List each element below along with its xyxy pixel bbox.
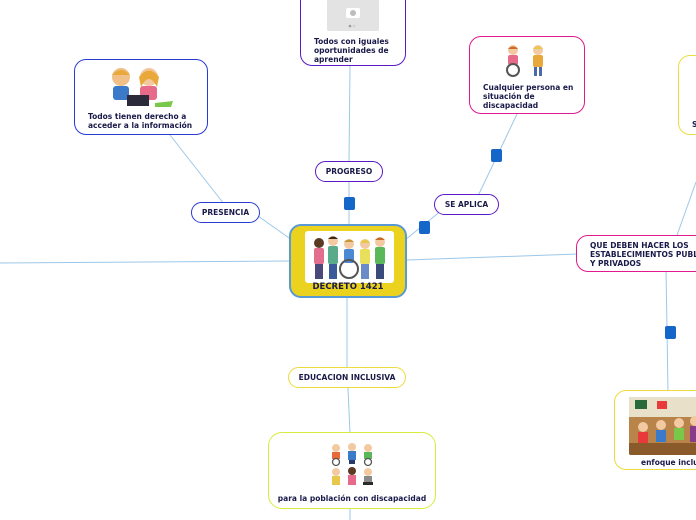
topic-privados-text: QUE DEBEN HACER LOS ESTABLECIMIENTOS PUB… bbox=[590, 241, 696, 268]
line-central-left bbox=[0, 260, 291, 264]
line-educacion-poblacion bbox=[347, 387, 351, 435]
diverse-kids-image bbox=[327, 442, 377, 490]
line-central-privados bbox=[406, 253, 579, 261]
topic-igualdad[interactable]: Todos con iguales oportunidades de apren… bbox=[300, 0, 406, 66]
connector-handle[interactable] bbox=[344, 197, 355, 210]
line-presencia-informacion bbox=[169, 134, 225, 205]
camera-placeholder-icon bbox=[327, 0, 379, 31]
line-progreso-igualdad bbox=[348, 65, 351, 163]
connector-handle[interactable] bbox=[665, 326, 676, 339]
topic-privados[interactable]: QUE DEBEN HACER LOS ESTABLECIMIENTOS PUB… bbox=[576, 235, 696, 272]
line-privados-right bbox=[675, 181, 696, 239]
wheelchair-kids-image bbox=[502, 44, 552, 78]
connector-progreso[interactable]: PROGRESO bbox=[315, 161, 383, 182]
classroom-image bbox=[629, 397, 696, 455]
topic-discapacidad[interactable]: Cualquier persona en situación de discap… bbox=[469, 36, 585, 114]
connector-handle[interactable] bbox=[491, 149, 502, 162]
topic-enfoque[interactable]: enfoque inclusivo bbox=[614, 390, 696, 470]
connector-se-aplica[interactable]: SE APLICA bbox=[434, 194, 499, 215]
central-node[interactable]: DECRETO 1421 bbox=[289, 224, 407, 298]
topic-informacion[interactable]: Todos tienen derecho a acceder a la info… bbox=[74, 59, 208, 135]
topic-enfoque-text: enfoque inclusivo bbox=[641, 458, 696, 467]
topic-right-partial-text: S bbox=[692, 120, 696, 129]
central-label: DECRETO 1421 bbox=[312, 282, 384, 292]
line-central-presencia bbox=[257, 215, 293, 241]
topic-poblacion-text: para la población con discapacidad bbox=[277, 494, 427, 503]
children-group-image bbox=[305, 231, 394, 283]
topic-poblacion[interactable]: para la población con discapacidad bbox=[268, 432, 436, 509]
kids-laptop-image bbox=[107, 65, 175, 111]
topic-right-partial[interactable]: S bbox=[678, 55, 696, 135]
topic-informacion-text: Todos tienen derecho a acceder a la info… bbox=[88, 112, 193, 130]
topic-igualdad-text: Todos con iguales oportunidades de apren… bbox=[314, 37, 389, 64]
connector-handle[interactable] bbox=[419, 221, 430, 234]
connector-educacion-inclusiva[interactable]: EDUCACION INCLUSIVA bbox=[288, 367, 406, 388]
connector-presencia[interactable]: PRESENCIA bbox=[191, 202, 260, 223]
topic-discapacidad-text: Cualquier persona en situación de discap… bbox=[483, 83, 574, 110]
